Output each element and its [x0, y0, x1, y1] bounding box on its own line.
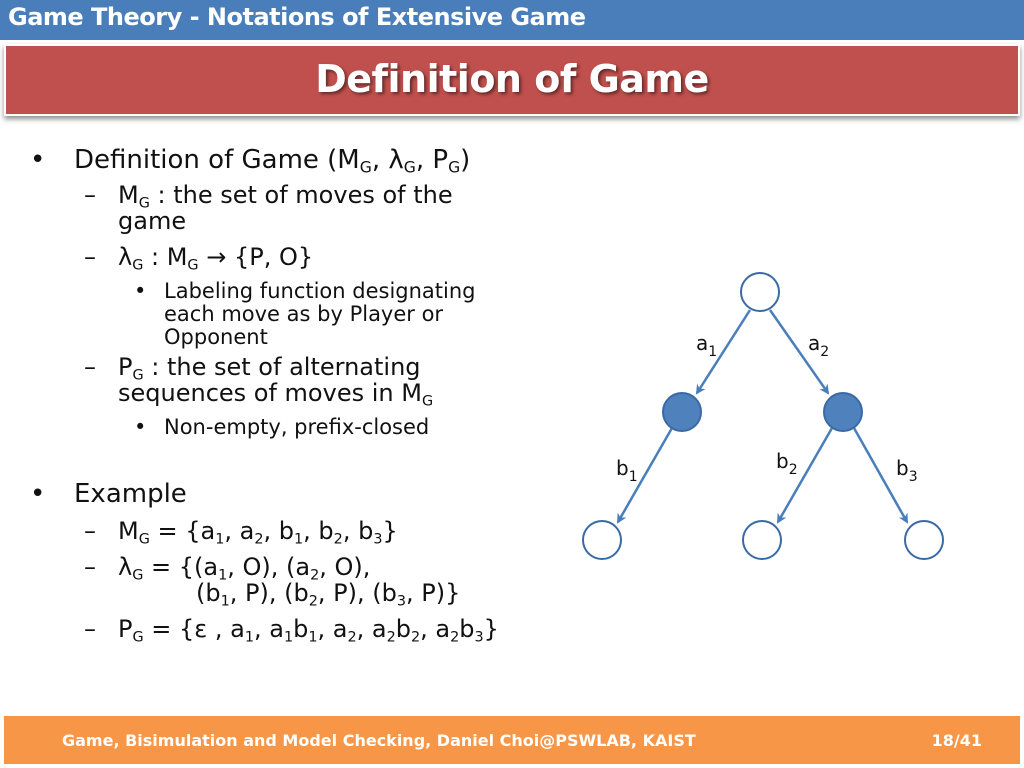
example-lambda-line1: λG = {(a1, O), (a2, O),: [118, 553, 371, 584]
pg-line2: sequences of moves in MG: [118, 379, 434, 410]
dash-marker: –: [84, 243, 96, 271]
leaf-node-b1: [582, 520, 622, 560]
node-after-a2: [823, 392, 863, 432]
bullet-dot: •: [134, 415, 147, 439]
example-mg-text: MG = {a1, a2, b1, b2, b3}: [118, 517, 398, 548]
node-after-a1: [662, 392, 702, 432]
mg-line2: game: [118, 207, 187, 235]
dash-marker: –: [84, 181, 96, 209]
title-band: Definition of Game: [4, 44, 1020, 116]
header-bar: Game Theory - Notations of Extensive Gam…: [0, 0, 1024, 40]
lambda-text: λG : MG → {P, O}: [118, 243, 314, 274]
leaf-node-b3: [904, 520, 944, 560]
footer-bar: Game, Bisimulation and Model Checking, D…: [4, 716, 1020, 764]
edge-label-b2: b2: [776, 449, 798, 478]
bullet-dot: •: [30, 479, 46, 509]
example-pg-text: PG = {ε , a1, a1b1, a2, a2b2, a2b3}: [118, 615, 499, 646]
slide-title: Definition of Game: [315, 57, 709, 101]
edge-label-a1: a1: [696, 331, 717, 360]
pg-line1: PG : the set of alternating: [118, 353, 421, 384]
example-heading: Example: [74, 479, 187, 509]
bullet-dot: •: [134, 279, 147, 303]
definition-heading: Definition of Game (MG, λG, PG): [74, 145, 471, 177]
edge-b1: [616, 427, 674, 524]
mg-line1: MG : the set of moves of the: [118, 181, 453, 212]
edge-label-b1: b1: [616, 456, 638, 485]
footer-text: Game, Bisimulation and Model Checking, D…: [62, 731, 696, 750]
root-node: [740, 272, 780, 312]
edge-b3: [852, 427, 909, 524]
dash-marker: –: [84, 553, 96, 581]
labeling-line2: each move as by Player or: [164, 302, 444, 326]
dash-marker: –: [84, 517, 96, 545]
edge-a2: [768, 309, 830, 395]
edge-label-a2: a2: [808, 331, 829, 360]
edge-label-b3: b3: [896, 456, 918, 485]
labeling-line1: Labeling function designating: [164, 279, 476, 303]
dash-marker: –: [84, 615, 96, 643]
bullet-dot: •: [30, 145, 46, 175]
page-number: 18/41: [931, 731, 982, 750]
header-title: Game Theory - Notations of Extensive Gam…: [8, 3, 586, 31]
edge-b2: [776, 427, 834, 524]
dash-marker: –: [84, 353, 96, 381]
game-tree-diagram: a1 a2 b1 b2 b3: [582, 272, 944, 560]
example-lambda-line2: (b1, P), (b2, P), (b3, P)}: [196, 579, 461, 610]
leaf-node-b2: [742, 520, 782, 560]
labeling-line3: Opponent: [164, 325, 268, 349]
edge-a1: [695, 309, 752, 395]
nonempty-text: Non-empty, prefix-closed: [164, 415, 430, 439]
